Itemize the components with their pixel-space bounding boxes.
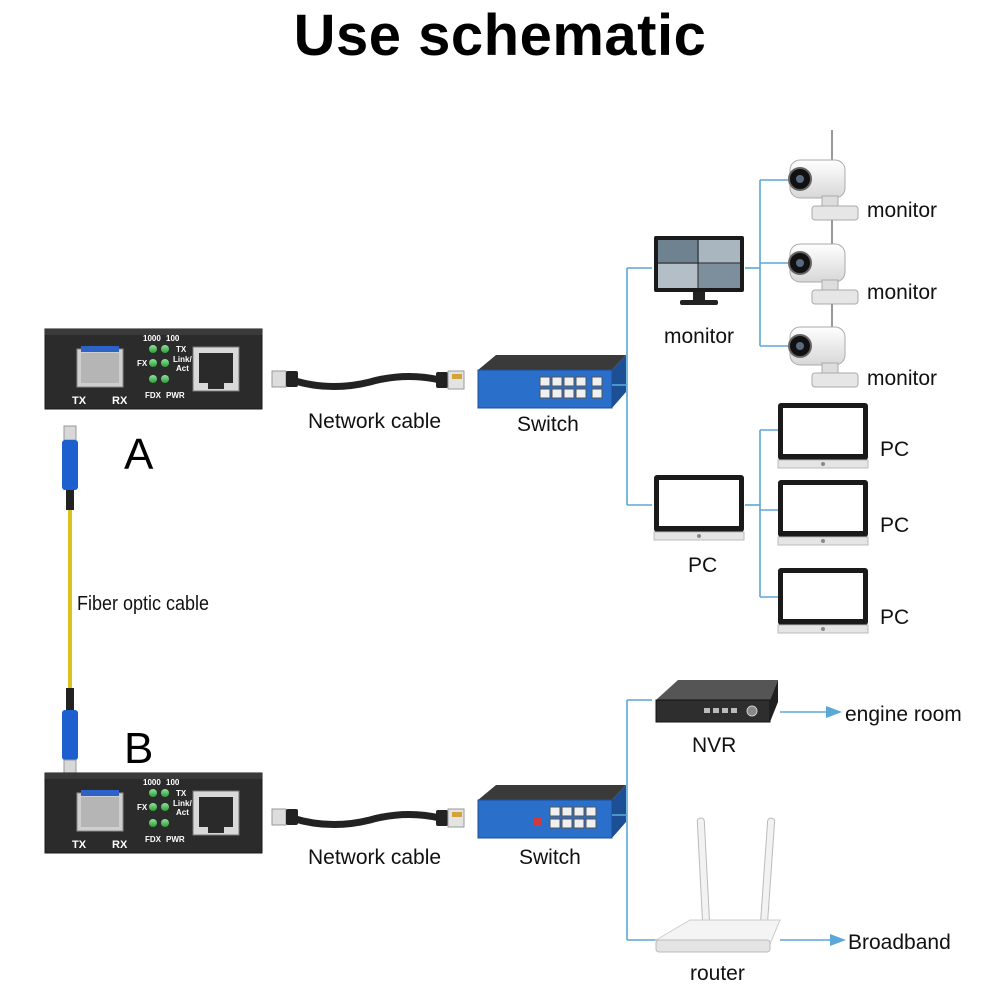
converter-a-label: A <box>124 430 154 479</box>
camera-3 <box>788 304 859 388</box>
switch-top-label: Switch <box>517 413 579 436</box>
network-cable-bottom-label: Network cable <box>308 846 441 869</box>
led-100-label: 100 <box>166 334 180 343</box>
led-fx-label: FX <box>137 359 148 368</box>
arrow-broadband <box>830 934 846 946</box>
network-cable-top-label: Network cable <box>308 410 441 433</box>
pc-main <box>653 475 745 541</box>
port-rx-label: RX <box>112 395 128 407</box>
port-tx-label: TX <box>72 839 87 851</box>
led-pwr-label: PWR <box>166 391 185 400</box>
broadband-label: Broadband <box>848 931 951 954</box>
pc-2-label: PC <box>880 514 909 537</box>
engine-room-label: engine room <box>845 703 962 726</box>
router-device <box>654 817 781 953</box>
media-converter-b: TX RX 1000 100 TX FX Link/ Act FDX PWR <box>44 772 263 854</box>
pc-main-label: PC <box>688 554 717 577</box>
connection-lines-top <box>612 179 788 598</box>
fiber-optic-cable <box>62 425 78 775</box>
monitor-display <box>654 236 744 305</box>
camera-2-label: monitor <box>867 281 937 304</box>
connection-lines-bottom <box>612 699 830 941</box>
led-pwr-label: PWR <box>166 835 185 844</box>
nvr-device <box>655 680 778 723</box>
network-cable-top <box>271 370 465 391</box>
status-leds <box>149 789 169 827</box>
pc-1-label: PC <box>880 438 909 461</box>
network-cable-bottom <box>271 808 465 829</box>
pc-3 <box>777 568 869 634</box>
fiber-label: Fiber optic cable <box>77 593 209 615</box>
led-fdx-label: FDX <box>145 391 162 400</box>
camera-3-label: monitor <box>867 367 937 390</box>
switch-bottom-label: Switch <box>519 846 581 869</box>
camera-1 <box>788 130 859 221</box>
port-rx-label: RX <box>112 839 128 851</box>
camera-2 <box>788 220 859 305</box>
led-link-label: Link/ <box>173 355 192 364</box>
router-label: router <box>690 962 745 985</box>
led-tx-label: TX <box>176 789 187 798</box>
media-converter-a: TX RX 1000 100 TX FX Link/ Act FDX PWR <box>44 328 263 410</box>
page-title: Use schematic <box>293 3 707 68</box>
camera-1-label: monitor <box>867 199 937 222</box>
switch-top <box>477 355 626 409</box>
led-100-label: 100 <box>166 778 180 787</box>
led-act-label: Act <box>176 808 189 817</box>
pc-3-label: PC <box>880 606 909 629</box>
led-act-label: Act <box>176 364 189 373</box>
led-fx-label: FX <box>137 803 148 812</box>
nvr-label: NVR <box>692 734 736 757</box>
led-tx-label: TX <box>176 345 187 354</box>
led-1000-label: 1000 <box>143 778 161 787</box>
led-1000-label: 1000 <box>143 334 161 343</box>
pc-1 <box>777 403 869 469</box>
pc-2 <box>777 480 869 546</box>
arrow-engine-room <box>826 706 842 718</box>
led-link-label: Link/ <box>173 799 192 808</box>
led-fdx-label: FDX <box>145 835 162 844</box>
status-leds <box>149 345 169 383</box>
converter-b-label: B <box>124 724 153 773</box>
switch-bottom <box>477 785 626 839</box>
monitor-label: monitor <box>664 325 734 348</box>
port-tx-label: TX <box>72 395 87 407</box>
